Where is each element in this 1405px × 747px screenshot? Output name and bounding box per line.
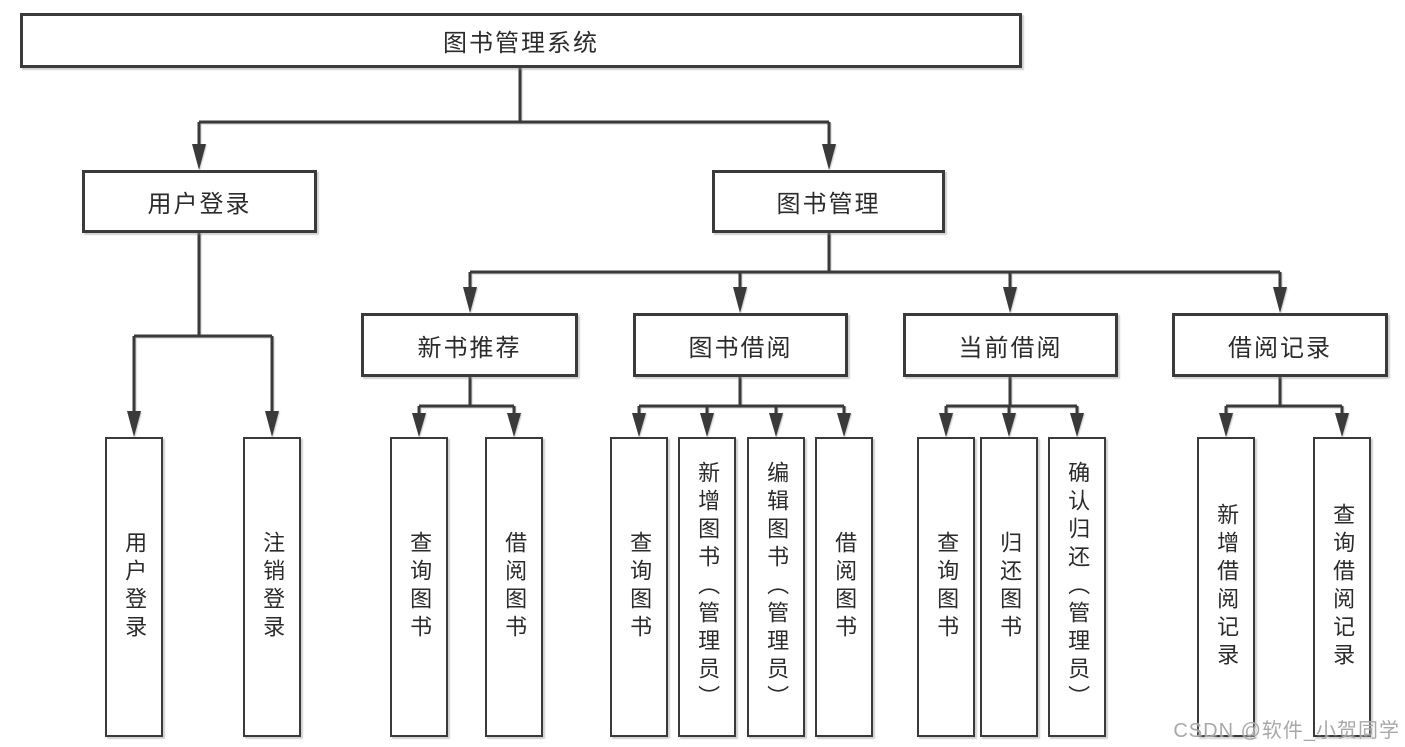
node-label: 注销登录 xyxy=(260,531,286,643)
node-label: 当前借阅 xyxy=(958,334,1063,362)
node-label: 用户登录 xyxy=(147,191,252,218)
leaf-add-book-admin: 新增图书（管理员） xyxy=(678,437,736,737)
node-label: 借阅图书 xyxy=(832,531,858,643)
node-label: 图书借阅 xyxy=(688,334,793,362)
node-borrow-records: 借阅记录 xyxy=(1172,313,1388,377)
node-new-book-recommend: 新书推荐 xyxy=(361,313,578,377)
node-label: 借阅记录 xyxy=(1228,334,1332,362)
leaf-query-book-borrow: 查询图书 xyxy=(610,437,668,737)
node-label: 新增借阅记录 xyxy=(1214,503,1240,671)
node-label: 查询图书 xyxy=(934,531,960,643)
node-book-management: 图书管理 xyxy=(712,170,945,233)
node-label: 编辑图书（管理员） xyxy=(764,461,790,713)
node-label: 图书管理系统 xyxy=(443,30,599,57)
node-library-management-system: 图书管理系统 xyxy=(20,13,1022,68)
node-book-borrow: 图书借阅 xyxy=(633,313,848,377)
node-label: 用户登录 xyxy=(122,531,148,643)
leaf-add-borrow-record: 新增借阅记录 xyxy=(1197,437,1255,737)
leaf-return-book: 归还图书 xyxy=(980,437,1038,737)
leaf-edit-book-admin: 编辑图书（管理员） xyxy=(747,437,805,737)
leaf-borrow-book-recommend: 借阅图书 xyxy=(485,437,543,737)
node-label: 新增图书（管理员） xyxy=(695,461,721,713)
node-current-borrow: 当前借阅 xyxy=(903,313,1118,377)
leaf-logout: 注销登录 xyxy=(243,437,301,737)
node-label: 查询借阅记录 xyxy=(1330,503,1356,671)
leaf-borrow-book: 借阅图书 xyxy=(815,437,873,737)
leaf-query-book-recommend: 查询图书 xyxy=(390,437,448,737)
node-label: 查询图书 xyxy=(627,531,653,643)
leaf-query-book-current: 查询图书 xyxy=(917,437,975,737)
node-label: 新书推荐 xyxy=(417,334,522,362)
leaf-user-login: 用户登录 xyxy=(105,437,163,737)
node-label: 归还图书 xyxy=(997,531,1023,643)
node-label: 图书管理 xyxy=(776,191,881,218)
leaf-query-borrow-record: 查询借阅记录 xyxy=(1313,437,1371,737)
node-label: 查询图书 xyxy=(407,531,433,643)
node-label: 确认归还（管理员） xyxy=(1065,461,1091,713)
node-label: 借阅图书 xyxy=(502,531,528,643)
leaf-confirm-return-admin: 确认归还（管理员） xyxy=(1048,437,1106,737)
node-user-login: 用户登录 xyxy=(82,170,317,233)
csdn-watermark: CSDN @软件_小贺同学 xyxy=(1173,720,1400,742)
